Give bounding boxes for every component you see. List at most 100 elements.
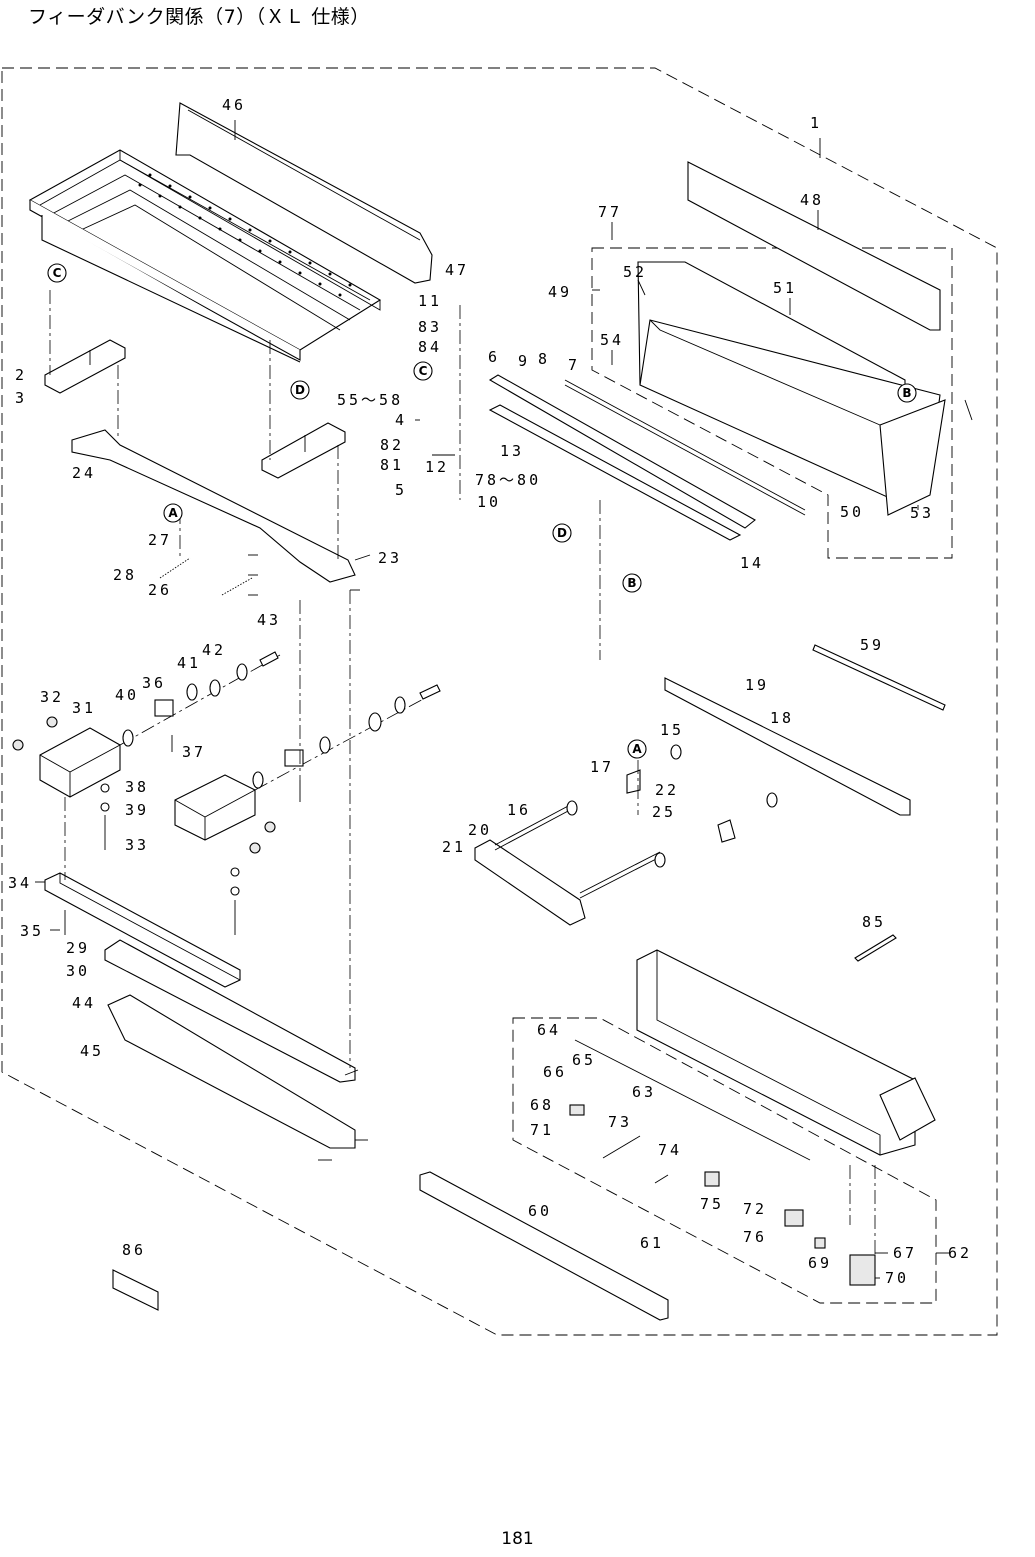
callout-85: 85	[862, 913, 886, 931]
callout-44: 44	[72, 994, 96, 1012]
ref-marker-d-2: D	[553, 524, 571, 542]
callout-61: 61	[640, 1234, 664, 1252]
ref-marker-c-1: C	[48, 264, 66, 282]
callout-49: 49	[548, 283, 572, 301]
callout-12: 12	[425, 458, 449, 476]
callout-31: 31	[72, 699, 96, 717]
callout-6: 6	[488, 348, 500, 366]
svg-text:D: D	[557, 526, 567, 540]
callout-7: 7	[568, 356, 580, 374]
callout-34: 34	[8, 874, 32, 892]
thin-bar	[813, 645, 945, 710]
callout-74: 74	[658, 1141, 682, 1159]
callout-69: 69	[808, 1254, 832, 1272]
callout-68: 68	[530, 1096, 554, 1114]
callout-36: 36	[142, 674, 166, 692]
callout-45: 45	[80, 1042, 104, 1060]
callout-2: 2	[15, 366, 27, 384]
callout-4: 4	[395, 411, 407, 429]
callout-16: 16	[507, 801, 531, 819]
callout-63: 63	[632, 1083, 656, 1101]
callout-20: 20	[468, 821, 492, 839]
callout-25: 25	[652, 803, 676, 821]
callout-50: 50	[840, 503, 864, 521]
callout-26: 26	[148, 581, 172, 599]
callout-51: 51	[773, 279, 797, 297]
svg-text:A: A	[632, 742, 642, 756]
callout-65: 65	[572, 1051, 596, 1069]
svg-text:C: C	[53, 266, 62, 280]
callout-86: 86	[122, 1241, 146, 1259]
bottom-shaft-group	[475, 745, 777, 925]
callout-67: 67	[893, 1244, 917, 1262]
callout-60: 60	[528, 1202, 552, 1220]
svg-text:A: A	[168, 506, 178, 520]
callout-55-58: 55～58	[337, 391, 403, 409]
callout-10: 10	[477, 493, 501, 511]
callout-30: 30	[66, 962, 90, 980]
svg-text:B: B	[627, 576, 636, 590]
callout-40: 40	[115, 686, 139, 704]
callout-23: 23	[378, 549, 402, 567]
callout-37: 37	[182, 743, 206, 761]
svg-text:C: C	[419, 364, 428, 378]
callout-21: 21	[442, 838, 466, 856]
callout-28: 28	[113, 566, 137, 584]
callout-9: 9	[518, 352, 530, 370]
callout-76: 76	[743, 1228, 767, 1246]
linear-guide-left	[45, 340, 125, 393]
callout-82: 82	[380, 436, 404, 454]
callout-66: 66	[543, 1063, 567, 1081]
callout-35: 35	[20, 922, 44, 940]
callout-14: 14	[740, 554, 764, 572]
callout-83: 83	[418, 318, 442, 336]
callout-3: 3	[15, 389, 27, 407]
spring-left	[160, 558, 190, 578]
rod	[855, 935, 896, 961]
callout-22: 22	[655, 781, 679, 799]
callout-70: 70	[885, 1269, 909, 1287]
callout-71: 71	[530, 1121, 554, 1139]
shaft-hardware-right	[253, 685, 440, 790]
ref-marker-b-1: B	[898, 384, 916, 402]
callout-5: 5	[395, 481, 407, 499]
callout-75: 75	[700, 1195, 724, 1213]
callout-38: 38	[125, 778, 149, 796]
callout-42: 42	[202, 641, 226, 659]
callout-46: 46	[222, 96, 246, 114]
ref-marker-c-2: C	[414, 362, 432, 380]
callout-13: 13	[500, 442, 524, 460]
callout-84: 84	[418, 338, 442, 356]
callout-59: 59	[860, 636, 884, 654]
callout-11: 11	[418, 292, 442, 310]
ref-marker-a-2: A	[628, 740, 646, 758]
callout-24: 24	[72, 464, 96, 482]
callout-48: 48	[800, 191, 824, 209]
callout-47: 47	[445, 261, 469, 279]
callout-41: 41	[177, 654, 201, 672]
callout-8: 8	[538, 350, 550, 368]
page-number: 181	[0, 1529, 1035, 1549]
callout-19: 19	[745, 676, 769, 694]
callout-32: 32	[40, 688, 64, 706]
callout-29: 29	[66, 939, 90, 957]
callout-17: 17	[590, 758, 614, 776]
callout-18: 18	[770, 709, 794, 727]
callout-27: 27	[148, 531, 172, 549]
callout-39: 39	[125, 801, 149, 819]
callout-1: 1	[810, 114, 822, 132]
svg-text:D: D	[295, 383, 305, 397]
svg-text:B: B	[902, 386, 911, 400]
callout-77: 77	[598, 203, 622, 221]
callout-78-80: 78～80	[475, 471, 541, 489]
callout-15: 15	[660, 721, 684, 739]
ref-marker-a-1: A	[164, 504, 182, 522]
callout-54: 54	[600, 331, 624, 349]
spring-right	[222, 578, 252, 595]
callout-73: 73	[608, 1113, 632, 1131]
ref-marker-d-1: D	[291, 381, 309, 399]
callout-62: 62	[948, 1244, 972, 1262]
label-sticker	[113, 1270, 158, 1310]
bottom-cover	[420, 1172, 668, 1320]
